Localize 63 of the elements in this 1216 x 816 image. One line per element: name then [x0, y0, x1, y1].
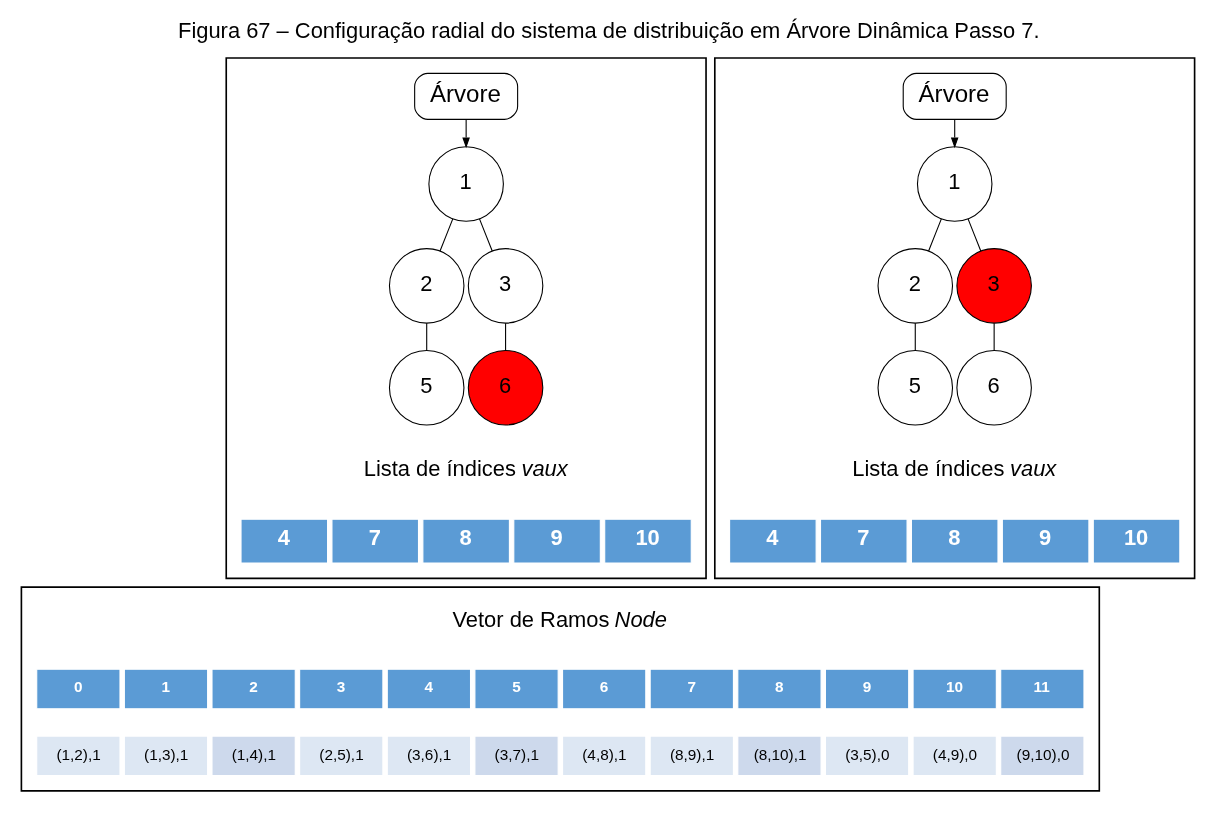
- diagram-title: Figura 67 – Configuração radial do sistema de distribuição em Árvore Dinâmica Passo 7.: [178, 18, 1040, 44]
- node-circle: 5: [388, 349, 465, 426]
- node-box: (4,9),0: [912, 735, 997, 777]
- cluster: [713, 57, 1196, 580]
- node-box: 6: [562, 668, 647, 710]
- node-box: 10: [1092, 518, 1181, 564]
- node-circle: 6: [467, 349, 544, 426]
- node-box: 8: [910, 518, 999, 564]
- node-box: 1: [123, 668, 209, 710]
- node-box: 5: [474, 668, 559, 710]
- arrow: [950, 118, 959, 149]
- label: Lista de índices vaux: [852, 456, 1057, 482]
- node-box: (1,2),1: [36, 735, 121, 777]
- connector: [505, 322, 507, 351]
- node-box: 4: [386, 668, 472, 710]
- connector: [914, 322, 916, 351]
- node-box: (3,7),1: [474, 735, 559, 777]
- connector: [967, 218, 982, 252]
- node-box: (3,5),0: [824, 735, 910, 777]
- cluster: [225, 57, 707, 580]
- cluster: [20, 586, 1101, 792]
- node-circle: 3: [467, 248, 544, 324]
- node-box: Árvore: [414, 72, 519, 120]
- node-box: 11: [1000, 668, 1085, 710]
- node-box: 9: [824, 668, 910, 710]
- node-circle: 1: [428, 146, 504, 222]
- node-box: 10: [604, 518, 692, 564]
- node-box: (8,10),1: [737, 735, 822, 777]
- node-circle: 6: [956, 349, 1032, 426]
- node-box: (1,3),1: [123, 735, 209, 777]
- label: Lista de índices vaux: [363, 456, 568, 482]
- node-box: 4: [240, 518, 329, 564]
- node-box: 7: [819, 518, 908, 564]
- node-box: 4: [729, 518, 817, 564]
- node-circle: 2: [388, 248, 465, 324]
- node-box: 2: [211, 668, 296, 710]
- connector: [439, 218, 454, 252]
- node-box: 9: [513, 518, 601, 564]
- arrow: [462, 118, 470, 149]
- node-circle: 3: [956, 248, 1032, 324]
- node-box: 7: [649, 668, 734, 710]
- connector: [426, 322, 428, 351]
- node-box: 10: [912, 668, 997, 710]
- node-box: 0: [36, 668, 121, 710]
- node-box: (9,10),0: [1000, 735, 1085, 777]
- node-box: (2,5),1: [299, 735, 384, 777]
- node-box: 8: [737, 668, 822, 710]
- node-box: 7: [331, 518, 420, 564]
- node-box: 8: [422, 518, 510, 564]
- node-box: (1,4),1: [211, 735, 296, 777]
- node-box: (8,9),1: [649, 735, 734, 777]
- node-box: 9: [1001, 518, 1090, 564]
- connector: [993, 322, 995, 351]
- node-box: 3: [299, 668, 384, 710]
- connector: [478, 218, 493, 252]
- connector: [928, 218, 942, 252]
- node-circle: 1: [916, 146, 993, 222]
- node-circle: 2: [877, 248, 954, 324]
- node-circle: 5: [877, 349, 954, 426]
- label: Vetor de Ramos Node: [452, 606, 667, 632]
- node-box: (4,8),1: [562, 735, 647, 777]
- node-box: Árvore: [902, 72, 1007, 120]
- node-box: (3,6),1: [386, 735, 472, 777]
